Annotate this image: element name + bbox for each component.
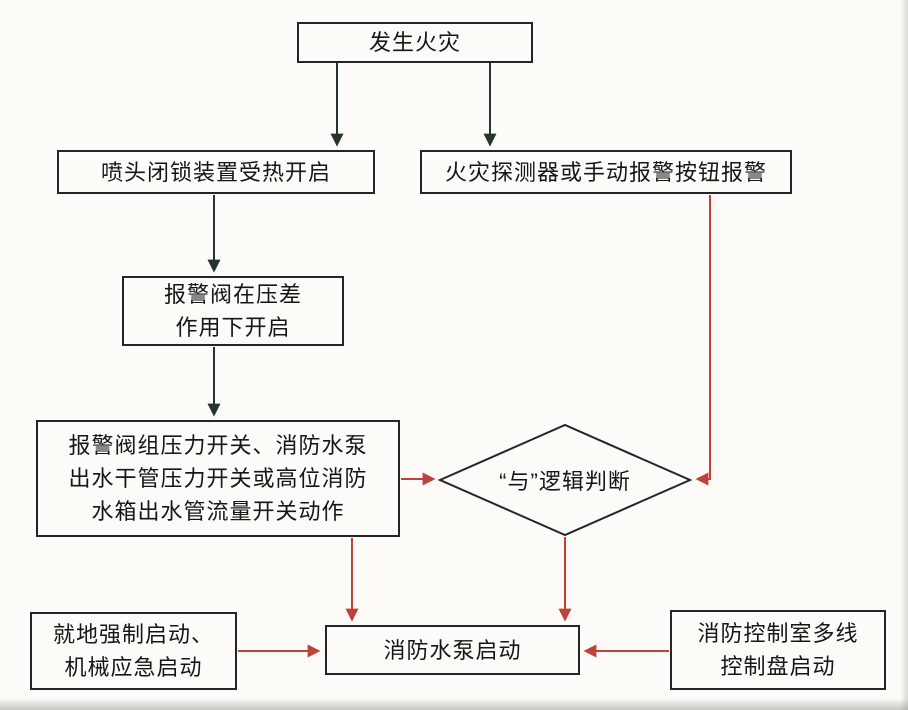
page-right-edge bbox=[900, 0, 908, 710]
node-alarm-valve-open: 报警阀在压差 作用下开启 bbox=[122, 276, 344, 346]
node-fire-start: 发生火灾 bbox=[297, 22, 533, 63]
node-switch-action: 报警阀组压力开关、消防水泵 出水干管压力开关或高位消防 水箱出水管流量开关动作 bbox=[36, 420, 400, 537]
and-logic-diamond bbox=[437, 423, 693, 537]
node-local-start: 就地强制启动、 机械应急启动 bbox=[30, 612, 237, 690]
node-control-panel-start: 消防控制室多线 控制盘启动 bbox=[670, 610, 886, 690]
node-pump-start: 消防水泵启动 bbox=[325, 625, 580, 675]
node-detector-alarm: 火灾探测器或手动报警按钮报警 bbox=[420, 150, 792, 194]
node-sprinkler-open: 喷头闭锁装置受热开启 bbox=[57, 150, 375, 194]
page-bottom-edge bbox=[0, 698, 908, 710]
node-and-logic-label: “与”逻辑判断 bbox=[499, 469, 631, 494]
arrow-detector-to-and-logic bbox=[695, 195, 711, 486]
